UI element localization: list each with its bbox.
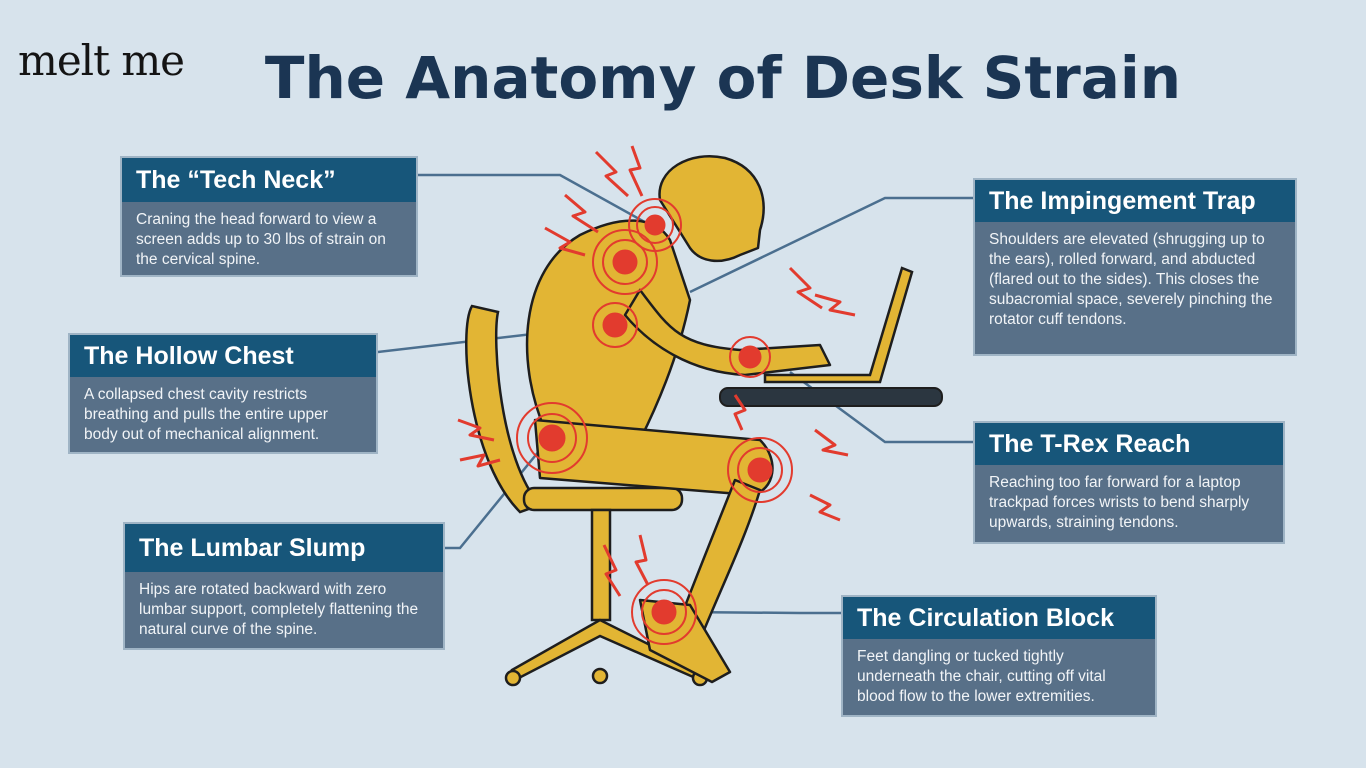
strain-bolts — [457, 145, 856, 597]
callout-impingement-trap: The Impingement Trap Shoulders are eleva… — [973, 178, 1297, 356]
pain-point-ankle — [631, 579, 697, 645]
leader-line-circulation — [679, 610, 842, 615]
callout-circulation-block: The Circulation Block Feet dangling or t… — [841, 595, 1157, 717]
pain-point-neck — [628, 198, 682, 252]
callout-text: Feet dangling or tucked tightly undernea… — [857, 648, 1106, 705]
pain-point-chest — [592, 302, 638, 348]
callout-title: The Impingement Trap — [975, 180, 1295, 222]
pain-point-knee — [727, 437, 793, 503]
office-chair — [465, 304, 709, 687]
page-title: The Anatomy of Desk Strain — [264, 44, 1182, 112]
callout-text: Reaching too far forward for a laptop tr… — [989, 474, 1250, 531]
callout-lumbar-slump: The Lumbar Slump Hips are rotated backwa… — [123, 522, 445, 650]
callout-text: Shoulders are elevated (shrugging up to … — [989, 231, 1273, 328]
callout-text: Craning the head forward to view a scree… — [136, 211, 386, 268]
pain-point-wrist — [729, 336, 771, 378]
callout-trex-reach: The T-Rex Reach Reaching too far forward… — [973, 421, 1285, 544]
human-figure — [525, 155, 832, 684]
callout-title: The Lumbar Slump — [125, 524, 443, 572]
callout-title: The Hollow Chest — [70, 335, 376, 377]
callout-tech-neck: The “Tech Neck” Craning the head forward… — [120, 156, 418, 277]
callout-text: A collapsed chest cavity restricts breat… — [84, 386, 328, 443]
desk-and-laptop — [719, 266, 943, 407]
callout-title: The “Tech Neck” — [122, 158, 416, 202]
pain-point-lumbar — [516, 402, 588, 474]
callout-hollow-chest: The Hollow Chest A collapsed chest cavit… — [68, 333, 378, 454]
leader-line-tech-neck — [418, 173, 651, 227]
leader-line-impingement — [689, 196, 975, 294]
callout-title: The T-Rex Reach — [975, 423, 1283, 465]
brand-logo: melt me — [18, 36, 185, 85]
callout-title: The Circulation Block — [843, 597, 1155, 639]
pain-point-upper-back — [592, 229, 658, 295]
pain-points — [516, 198, 793, 645]
callout-text: Hips are rotated backward with zero lumb… — [139, 581, 419, 638]
